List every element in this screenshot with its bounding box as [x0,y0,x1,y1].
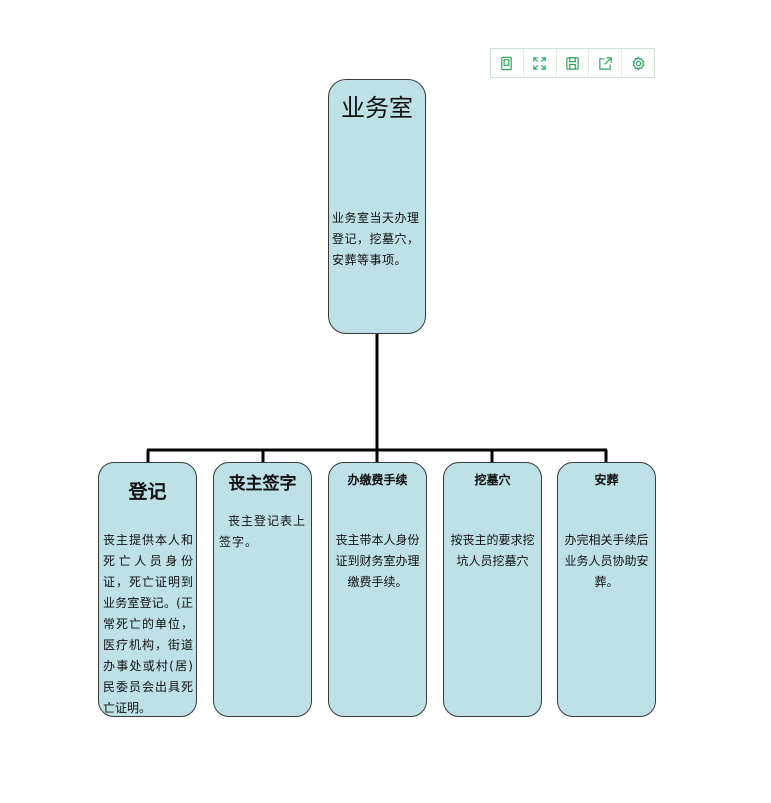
child-node-dig-grave: 挖墓穴 按丧主的要求挖坑人员挖墓穴 [443,462,542,717]
child-node-register: 登记 丧主提供本人和死亡人员身份证，死亡证明到业务室登记。(正常死亡的单位，医疗… [98,462,197,717]
bookmark-icon [501,56,513,70]
root-title: 业务室 [341,94,413,122]
share-icon [599,56,612,70]
root-node: 业务室 业务室当天办理登记，挖墓穴，安葬等事项。 [328,79,426,334]
child-text-register: 丧主提供本人和死亡人员身份证，死亡证明到业务室登记。(正常死亡的单位，医疗机构，… [103,533,193,715]
child-title-dig-grave: 挖墓穴 [474,473,511,487]
share-button[interactable] [589,49,623,77]
settings-icon [632,55,645,71]
child-title-sign: 丧主签字 [228,474,297,494]
child-title-payment: 办缴费手续 [347,473,408,487]
save-button[interactable] [557,49,590,77]
diagram-toolbar [490,48,655,78]
fullscreen-icon [533,56,546,70]
child-title-burial: 安葬 [594,473,619,487]
child-title-register: 登记 [128,481,167,503]
child-text-burial: 办完相关手续后业务人员协助安葬。 [564,533,649,589]
save-icon [566,56,579,70]
child-node-payment: 办缴费手续 丧主带本人身份证到财务室办理缴费手续。 [328,462,427,717]
settings-button[interactable] [622,49,654,77]
child-text-payment: 丧主带本人身份证到财务室办理缴费手续。 [335,533,420,589]
child-text-dig-grave: 按丧主的要求挖坑人员挖墓穴 [450,533,535,568]
child-text-sign: 丧主登记表上签字。 [219,514,307,549]
bookmark-button[interactable] [491,49,524,77]
fullscreen-button[interactable] [524,49,557,77]
root-text: 业务室当天办理登记，挖墓穴，安葬等事项。 [332,211,420,267]
child-node-sign: 丧主签字 丧主登记表上签字。 [213,462,312,717]
child-node-burial: 安葬 办完相关手续后业务人员协助安葬。 [557,462,656,717]
